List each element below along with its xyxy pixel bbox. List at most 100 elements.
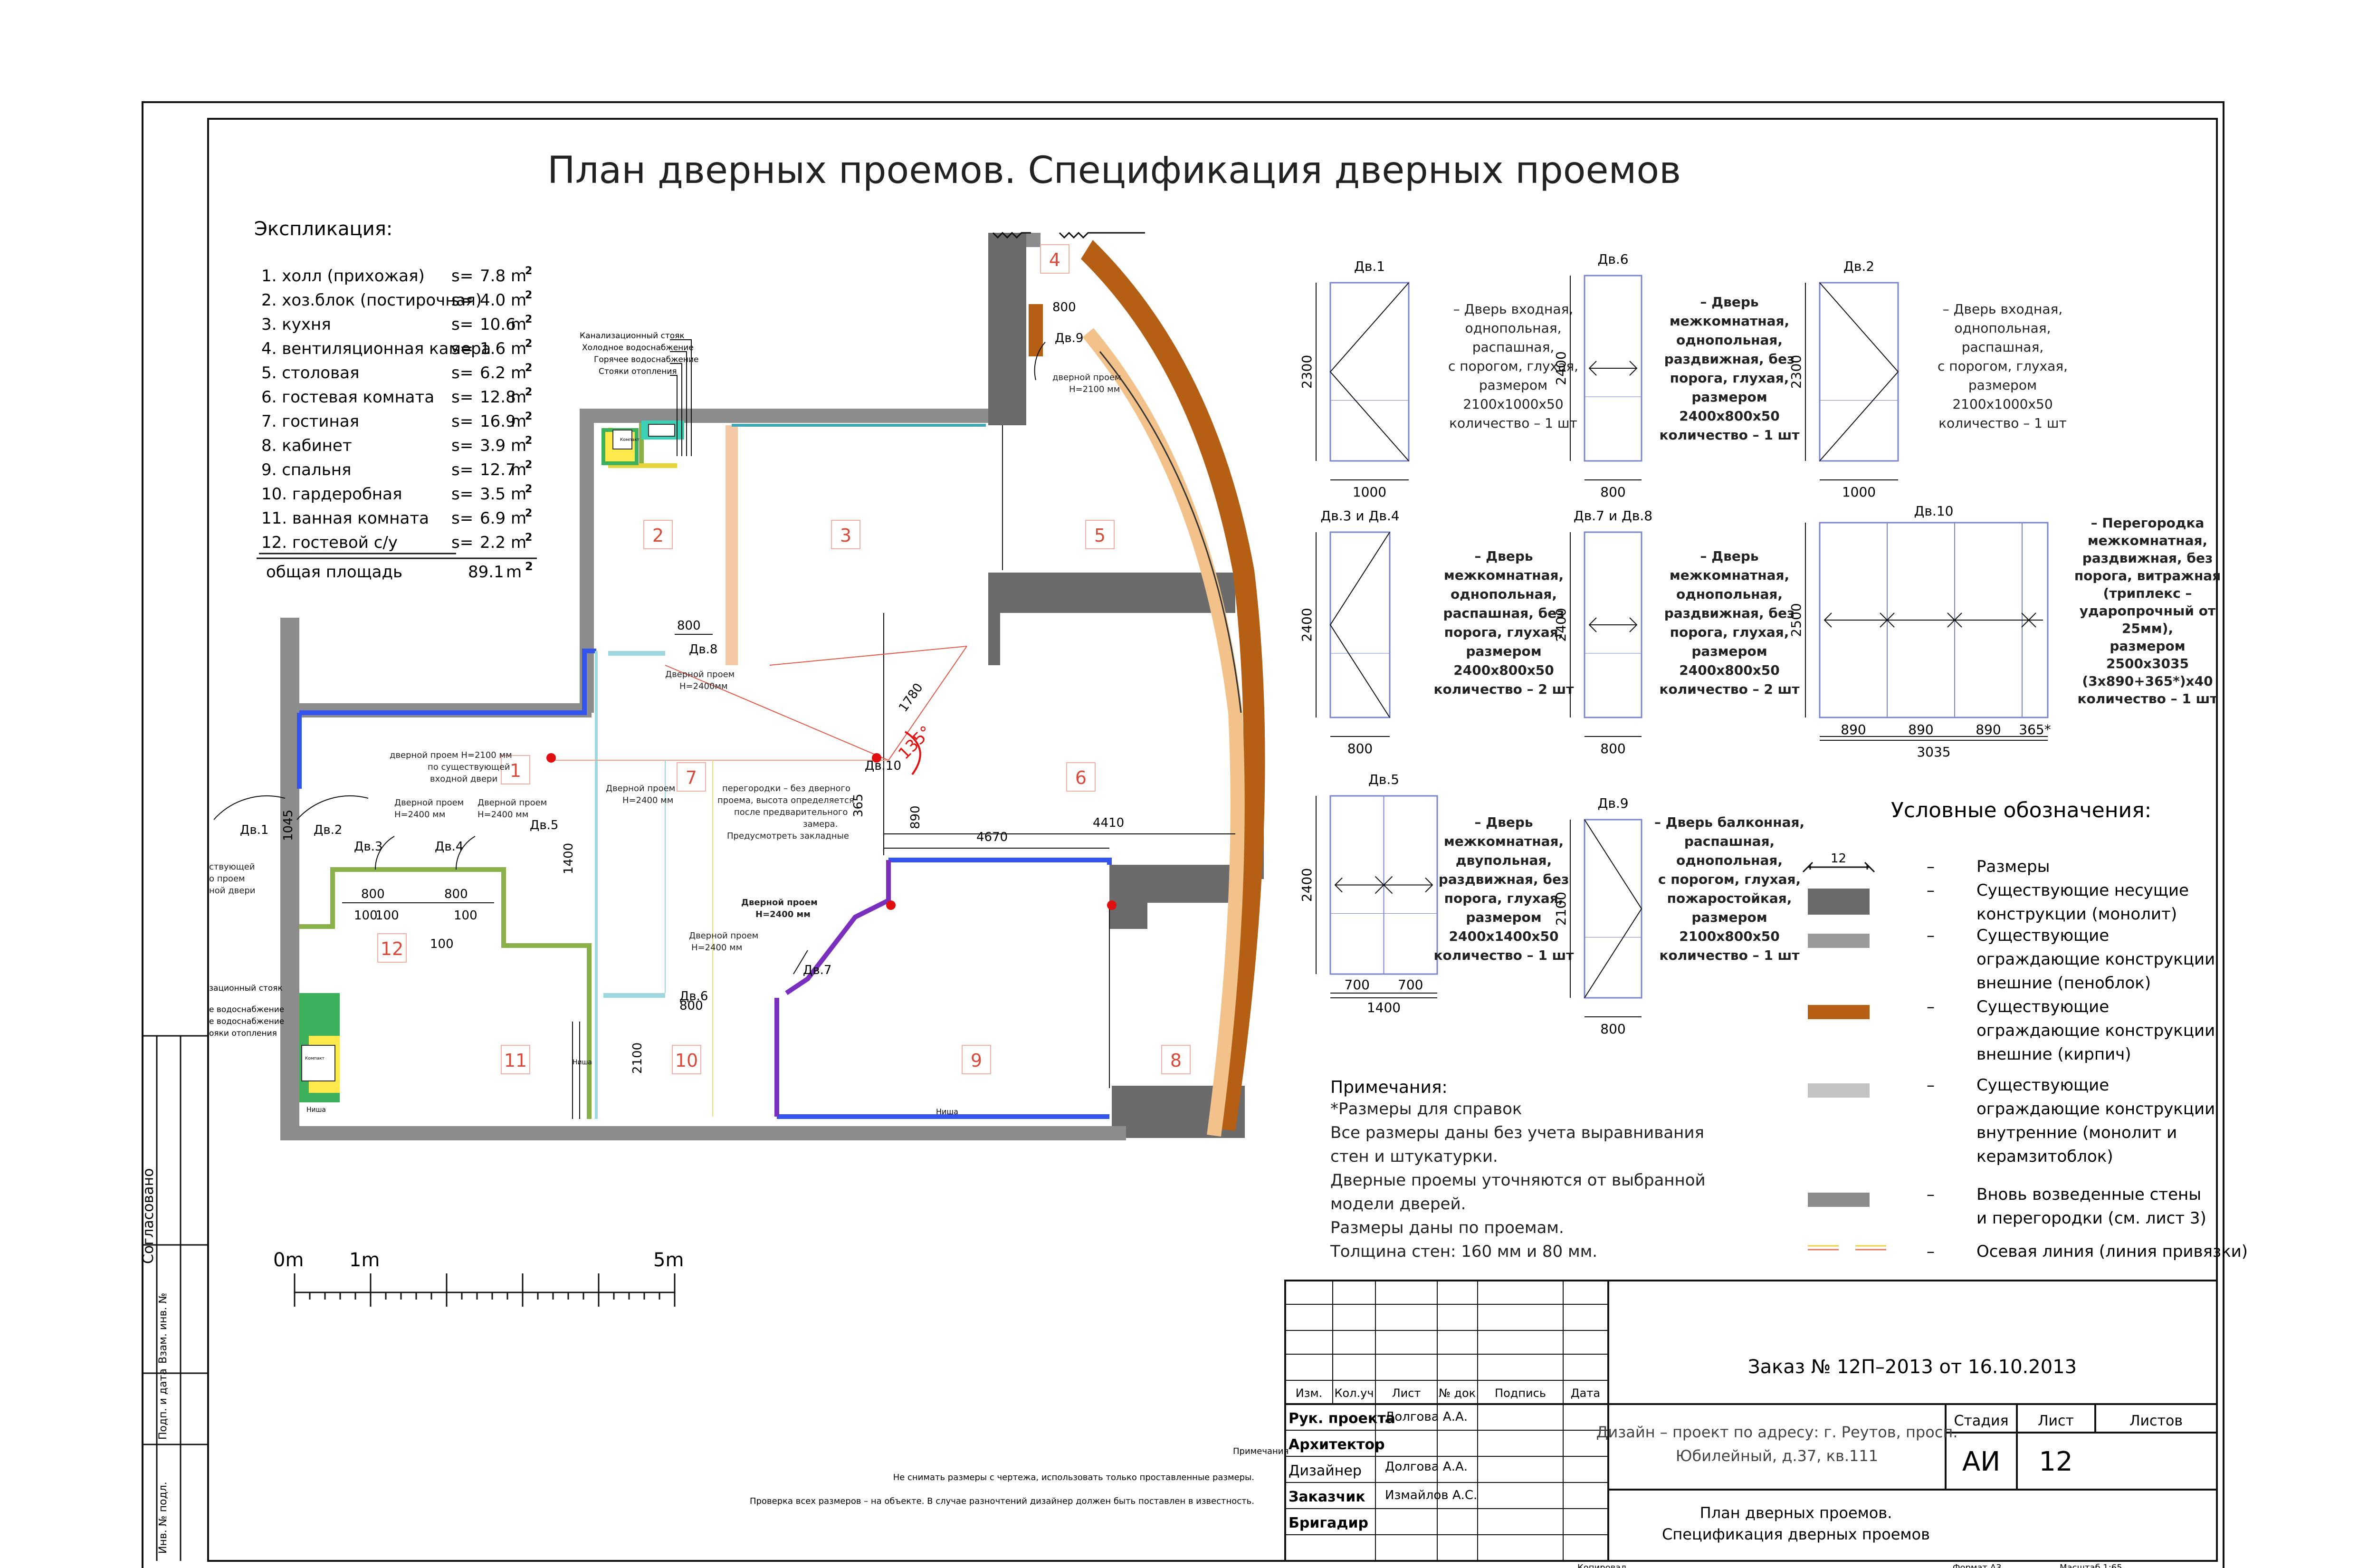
note-partition-l5: Предусмотреть закладные [727,831,849,841]
explication-room-6: 6. гостевая комната [261,388,434,407]
door-tag: Дв.5 [1368,772,1399,787]
door-width-part: 890 [1841,722,1866,737]
tb-name-designer: Долгова А.А. [1385,1460,1468,1474]
explication-room-7: 7. гостиная [261,412,359,431]
plan-tag-dv3: Дв.3 [354,840,382,854]
room-label-box [831,520,860,549]
plan-thin-lines [551,425,1110,1119]
door-desc-line: 2400х800х50 [1679,662,1779,678]
note-line: Толщина стен: 160 мм и 80 мм. [1330,1242,1597,1261]
dim-800-e: 800 [1052,300,1076,315]
door-desc-line: 2400х800х50 [1453,662,1554,678]
door-desc-line: двупольная, [1456,852,1552,868]
tb-sheet-title-l1: План дверных проемов. [1700,1504,1892,1522]
toilet-upper: Компакт [601,421,684,465]
door-desc-line: порога, глухая, [1670,624,1789,640]
door-desc-line: количество – 1 шт [1659,947,1800,963]
explication-area-3: 10.6 [480,315,516,334]
note-dv4-opening: Дверной проем [477,798,547,808]
stamp-sign-date: Подп. и дата [157,1368,169,1440]
explication-unit-power: 2 [525,314,532,325]
door-desc-line: количество – 1 шт [1433,947,1574,963]
legend-item-axis: –Осевая линия (линия привязки) [1808,1242,2248,1261]
explication-unit: m [511,388,526,407]
door-height: 2300 [1299,355,1315,389]
toilet-label-2: Компакт [305,1056,325,1061]
tb-header-col: Лист [1392,1386,1421,1400]
tb-header-col: Кол.уч [1334,1386,1374,1400]
room-number-5: 5 [1094,525,1106,546]
explication-room-8: 8. кабинет [261,436,352,455]
room-number-7: 7 [686,767,697,788]
legend-text: внешние (кирпич) [1976,1045,2131,1064]
door-desc-line: – Дверь [1700,548,1758,564]
explication-area-7: 16.9 [480,412,516,431]
note-dv6-h: Н=2400 мм [691,943,742,953]
explication-unit-power: 2 [525,459,532,471]
legend-item-dims: –Размеры [1927,857,2050,876]
toilet-label: Компакт [620,438,640,442]
legend-dash: – [1927,997,1935,1016]
legend-dash: – [1927,881,1935,900]
legend-text: внутренние (монолит и [1976,1123,2177,1142]
room-label-box [1085,520,1115,549]
riser-heat: Стояки отопления [599,367,677,376]
door-desc-line: распашная, [1962,339,2044,355]
legend-dim-sample: 12 [1831,851,1846,866]
door-width: 800 [1600,741,1625,756]
door-width-total: 3035 [1917,744,1950,760]
door-desc-line: пожаростойкая, [1667,890,1792,906]
door-desc-line: однопольная, [1676,852,1783,868]
tb-scale: Масштаб 1:65 [2060,1563,2122,1568]
door-tag: Дв.10 [1914,503,1954,519]
door-desc-line: однопольная, [1451,586,1557,602]
explication-room-5: 5. столовая [261,363,359,382]
legend-dash: – [1927,1185,1935,1204]
legend-text: ограждающие конструкции [1976,1100,2215,1119]
legend: Условные обозначения: –Размеры–Существую… [1802,798,2248,1261]
door-height: 2400 [1299,868,1315,902]
room-number-12: 12 [381,938,403,959]
door-desc-line: (3х890+365*)х40 [2082,673,2213,689]
note-dv9-opening: дверной проем [1052,373,1121,382]
tb-name-client: Измайлов А.С. [1385,1488,1477,1502]
note-dv7-opening: Дверной проем [741,898,818,908]
page-title: План дверных проемов. Спецификация дверн… [547,149,1681,192]
riser-labels-top: Канализационный стояк Холодное водоснабж… [580,331,699,456]
door-desc-line: размером [1466,909,1541,925]
door-desc-line: количество – 2 шт [1433,681,1574,697]
legend-text: Существующие [1976,997,2109,1016]
tb-name-lead: Долгова А.А. [1385,1410,1468,1424]
tb-address-l2: Юбилейный, д.37, кв.111 [1676,1447,1878,1465]
legend-text: Осевая линия (линия привязки) [1976,1242,2248,1261]
stamp-inv-orig: Инв. № подл. [157,1482,169,1554]
explication-unit: m [511,291,526,310]
door-desc-line: раздвижная, без [1664,351,1795,367]
explication-unit: m [511,339,526,358]
note-dv3-opening: Дверной проем [394,798,464,808]
dim-800-d: 800 [679,999,703,1013]
door-desc-line: 2100х1000х50 [1952,396,2053,412]
door-desc-line: – Дверь балконная, [1654,814,1804,830]
note-door1-l1: дверной проем Н=2100 мм [390,750,512,760]
note-door1-l3: входной двери [430,774,497,784]
stamp-replace-inv: Взам. инв. № [157,1293,169,1364]
door-desc-line: 2100х1000х50 [1463,396,1563,412]
explication-heading: Экспликация: [254,218,392,240]
room-number-2: 2 [652,525,664,546]
scale-0m: 0m [273,1249,304,1271]
dim-800-c: 800 [677,619,701,633]
riser-sewer: Канализационный стояк [580,331,685,341]
note-partition-l3: после предварительного [734,807,848,817]
door-tag: Дв.3 и Дв.4 [1320,508,1399,524]
note-left-l2: о проем [209,874,245,884]
door-desc-line: 2400х800х50 [1679,408,1779,424]
legend-text: ограждающие конструкции [1976,1021,2215,1040]
